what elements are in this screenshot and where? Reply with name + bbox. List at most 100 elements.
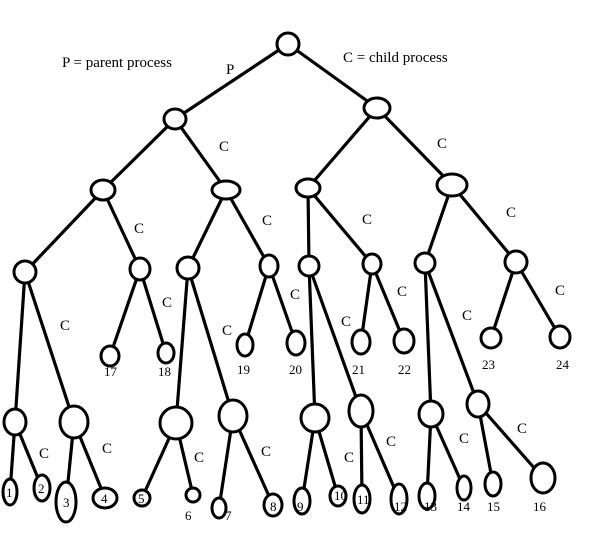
edge-label-child: C [437,136,447,152]
process-number-label: 17 [104,364,118,379]
process-number-label: 20 [289,362,302,377]
tree-edge [476,402,545,480]
process-node [389,482,409,516]
process-node [210,179,242,201]
process-number-label: 19 [237,362,250,377]
process-node [184,486,202,504]
process-node [235,332,255,358]
process-number-label: 16 [533,499,547,514]
tree-edge [173,117,228,192]
process-node [350,328,372,356]
process-node [292,486,312,516]
process-node [128,256,152,282]
process-node [465,389,491,419]
process-node [417,399,445,429]
edge-label-child: C [362,212,372,228]
process-node [529,461,557,495]
process-number-label: 4 [101,491,108,506]
tree-edge [375,106,454,187]
process-number-label: 22 [398,362,411,377]
edge-label-child: C [194,450,204,466]
process-number-label: 8 [270,499,277,514]
tree-edge [306,186,311,268]
edge-label-child: C [555,283,565,299]
edge-label-child: C [262,213,272,229]
tree-edge [186,188,228,270]
tree-edge [286,42,379,110]
tree-edge [138,267,168,355]
edge-label-child: C [261,444,271,460]
edge-label-child: C [39,446,49,462]
process-node [210,496,228,520]
edge-label-child: C [60,318,70,334]
process-number-label: 6 [185,508,192,523]
process-node [455,474,473,502]
process-node [362,96,392,120]
tree-edge [306,186,374,266]
process-node [2,407,28,437]
process-number-label: 24 [556,357,570,372]
edge-label-parent: P [226,62,234,78]
tree-edge [307,264,363,413]
process-number-label: 15 [487,499,500,514]
tree-edge [173,42,290,121]
edge-label-child: C [462,308,472,324]
process-node [91,486,119,510]
process-node [299,402,331,434]
process-node [479,326,503,350]
process-node [175,255,201,281]
tree-edge [306,106,379,190]
process-number-label: 12 [394,499,407,514]
process-number-label: 23 [482,357,495,372]
process-node [285,329,307,357]
tree-edge [489,260,518,340]
process-node [297,254,321,278]
edge-label-child: C [517,421,527,437]
legend-parent: P = parent process [62,55,172,71]
process-number-label: 21 [352,362,365,377]
process-number-label: 18 [158,364,171,379]
process-number-label: 11 [357,492,370,507]
edge-label-child: C [386,434,396,450]
tree-edge [307,264,317,420]
edge-label-child: C [102,441,112,457]
process-node [262,492,284,518]
process-node [1,477,19,507]
tree-edge [423,183,454,265]
process-node [54,480,78,524]
process-node [347,393,375,429]
tree-edge [224,188,271,268]
process-node [328,484,348,508]
process-node [503,249,529,275]
tree-edge [514,260,562,339]
process-node [413,251,437,275]
process-node [158,405,194,441]
process-node [258,253,280,279]
process-node [435,172,469,198]
process-number-label: 9 [297,499,304,514]
tree-edges [8,42,562,510]
tree-edge [186,266,235,418]
edge-label-child: C [290,287,300,303]
process-node [483,470,503,498]
process-node [361,252,383,276]
tree-edge [243,264,271,347]
process-node [32,473,52,503]
process-number-label: 5 [138,491,145,506]
tree-nodes [1,31,572,524]
tree-edge [108,267,142,358]
process-node [99,344,121,368]
tree-edge [423,261,480,406]
process-node [12,259,38,285]
process-node [58,404,90,440]
edge-label-child: C [341,314,351,330]
process-node [217,398,249,434]
edge-label-child: C [134,221,144,237]
edge-label-child: C [219,139,229,155]
process-node [275,31,301,57]
edge-label-child: C [459,431,469,447]
process-node [132,488,152,508]
tree-edge [450,183,518,264]
